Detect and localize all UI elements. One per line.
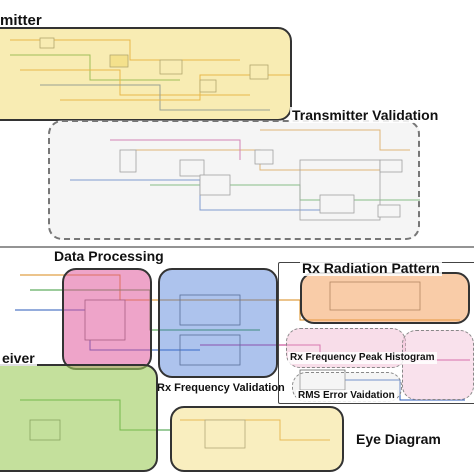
transmitter-label: mitter — [0, 12, 42, 29]
eye-diagram-label: Eye Diagram — [356, 431, 441, 447]
eye-diagram-region — [170, 406, 344, 472]
transmitter-validation-label: Transmitter Validation — [290, 107, 441, 123]
rms-error-validation-label: RMS Error Vaidation — [296, 390, 397, 402]
rx-frequency-peak-histogram-label: Rx Frequency Peak Histogram — [288, 352, 437, 364]
rx-frequency-validation-region — [158, 268, 278, 378]
rx-frequency-validation-label: Rx Frequency Validation — [157, 382, 285, 394]
data-processing-region — [62, 268, 152, 370]
transmitter-validation-region — [48, 120, 420, 240]
rx-radiation-pattern-region — [300, 272, 470, 324]
transmitter-region — [0, 27, 292, 121]
rx-frequency-peak-histogram-region-right — [402, 330, 474, 400]
rx-radiation-pattern-label: Rx Radiation Pattern — [300, 260, 442, 276]
receiver-region — [0, 364, 158, 472]
data-processing-label: Data Processing — [52, 248, 166, 264]
receiver-label: eiver — [0, 350, 37, 366]
